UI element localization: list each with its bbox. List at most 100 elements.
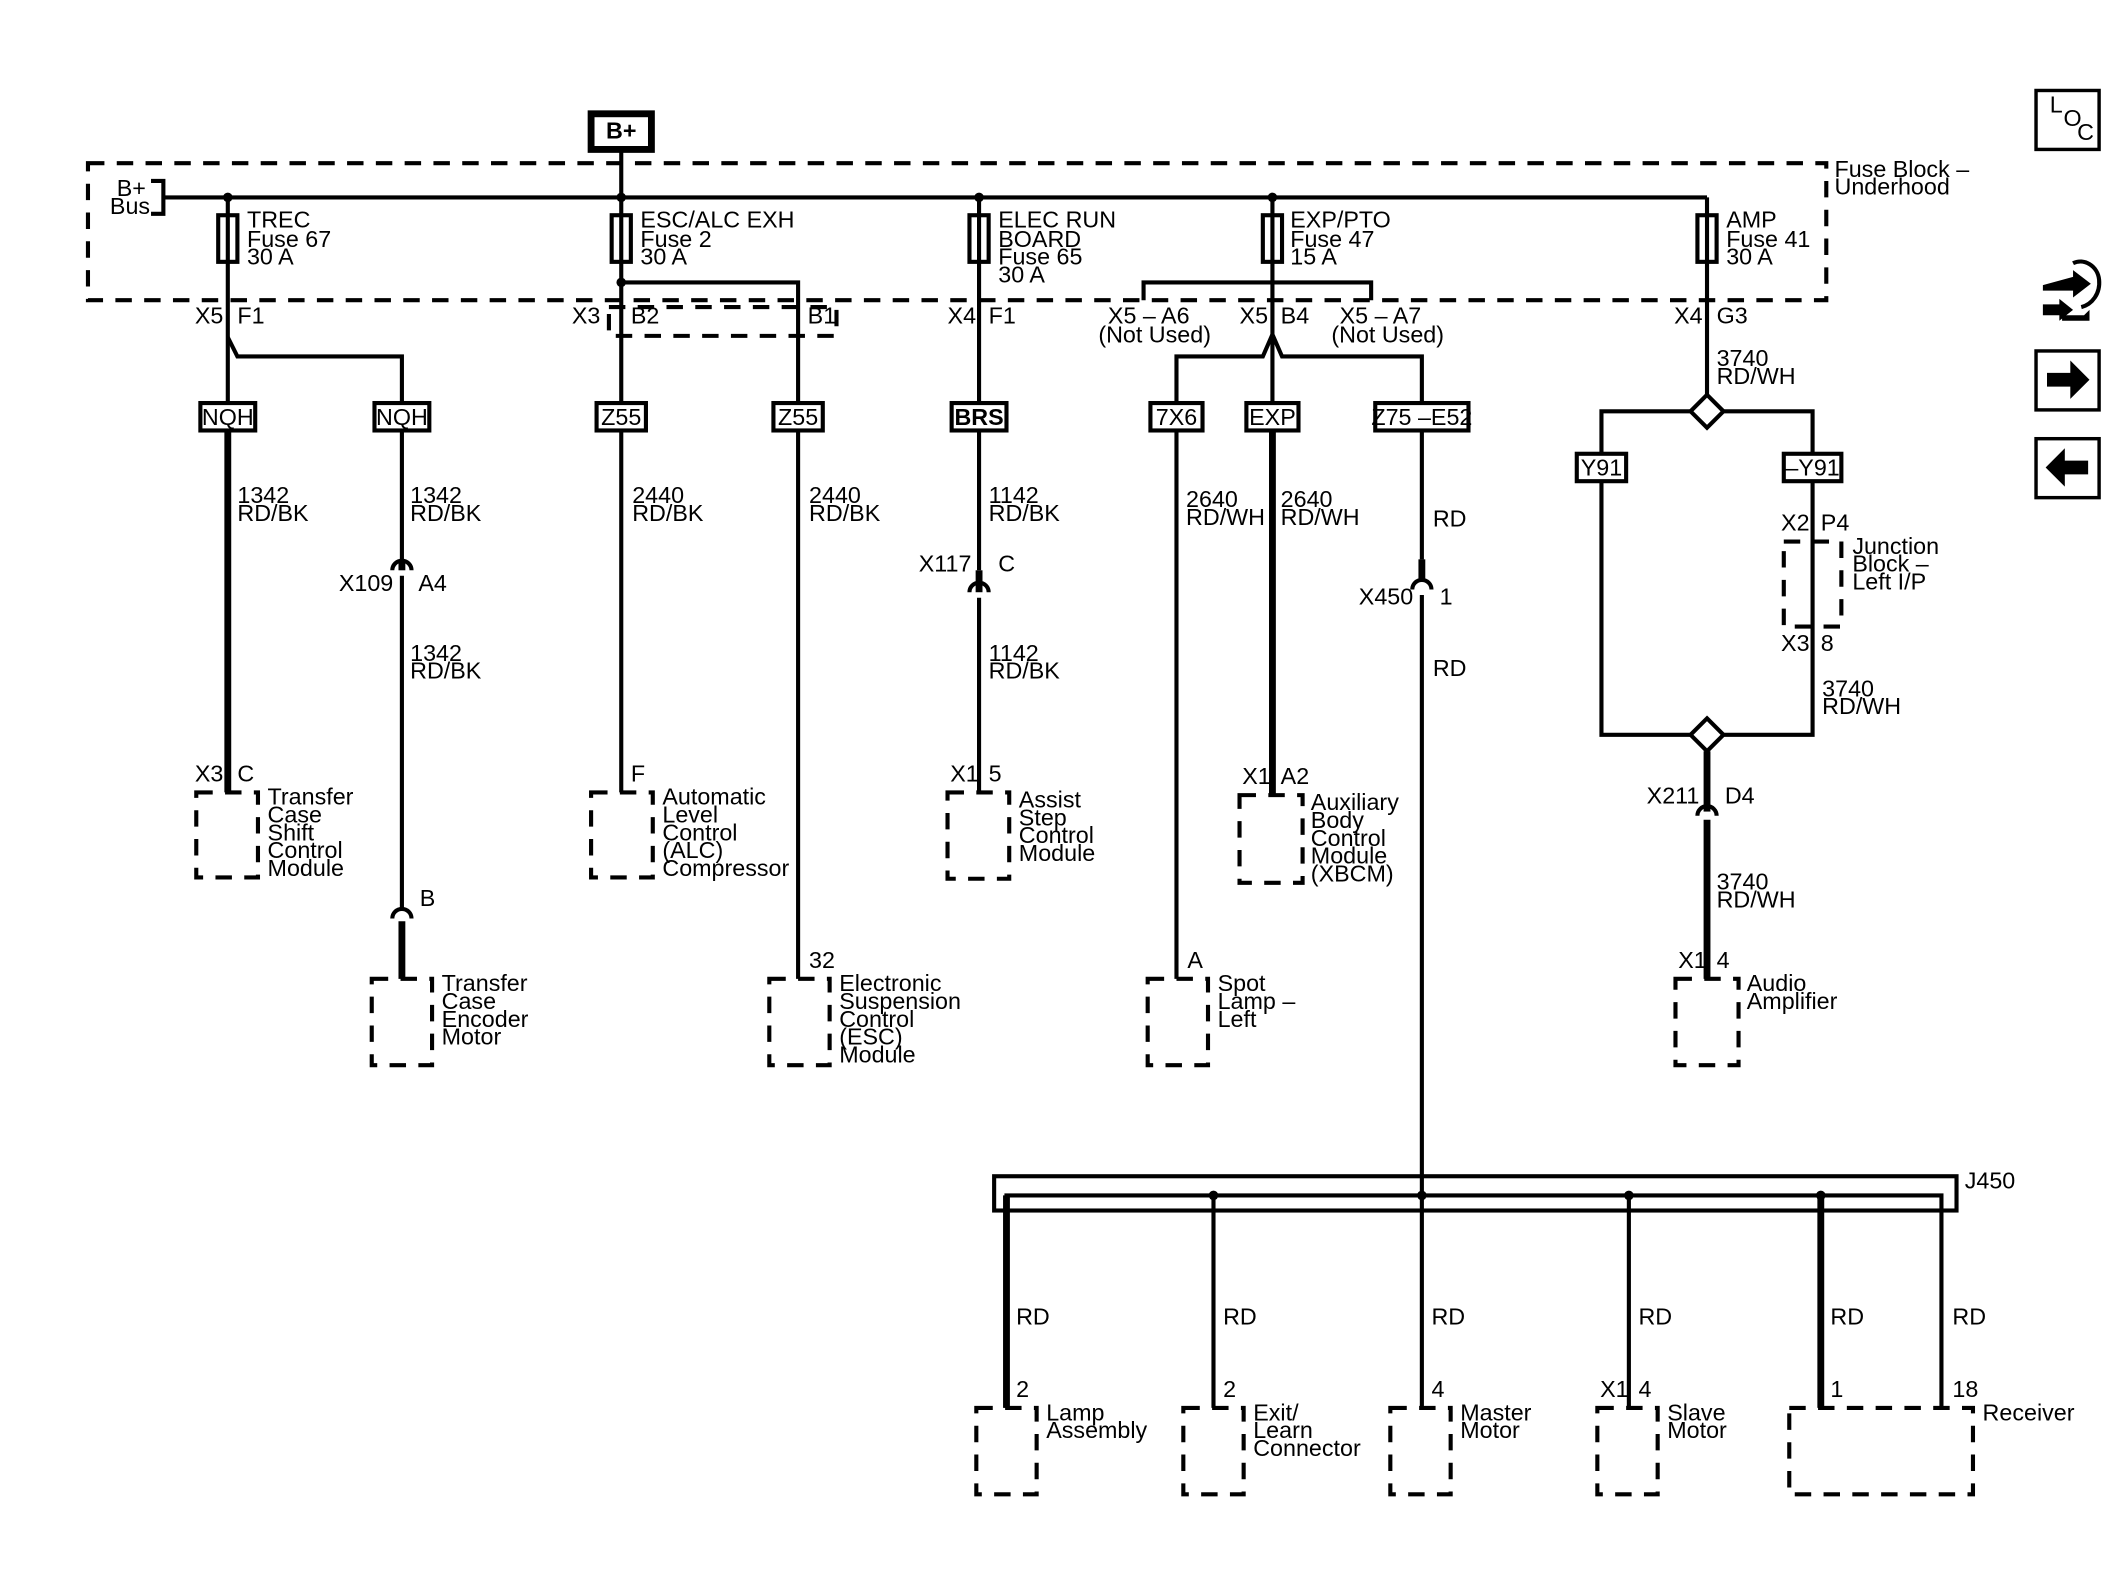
- wire-3740-b-num: 3740: [1822, 675, 1874, 701]
- conn-c3-b: F1: [989, 303, 1016, 329]
- spot-lamp-pin: A: [1187, 947, 1203, 973]
- svg-text:Automatic: Automatic: [662, 784, 766, 810]
- j450-wire-2: RD: [1223, 1303, 1257, 1329]
- arrow-right-icon[interactable]: [2034, 349, 2101, 412]
- wire-2440-b-color: RD/BK: [809, 500, 881, 526]
- location-button[interactable]: L O C: [2034, 88, 2101, 152]
- wire-1342-a-color: RD/BK: [237, 500, 309, 526]
- j450-wire-4: RD: [1638, 1303, 1672, 1329]
- exit-learn-pin: 2: [1223, 1376, 1236, 1402]
- encoder-pin-b: B: [420, 885, 436, 911]
- x109-pin: A4: [418, 570, 447, 596]
- fuse-amp-label: AMP Fuse 41 30 A: [1726, 207, 1810, 270]
- exp-branch-left: [1174, 333, 1275, 406]
- esc-alc-splice: [616, 277, 627, 288]
- x117-label: X117: [919, 551, 972, 577]
- wire-2640-a-num: 2640: [1186, 486, 1238, 512]
- wire-2640-a-color: RD/WH: [1186, 504, 1265, 530]
- master-motor-pin: 4: [1431, 1376, 1444, 1402]
- svg-text:Control: Control: [268, 837, 343, 863]
- wire-2440-a-color: RD/BK: [632, 500, 704, 526]
- fuse-esc-alc-label: ESC/ALC EXH Fuse 2 30 A: [640, 207, 794, 270]
- master-motor-label-2: Motor: [1460, 1417, 1520, 1443]
- bus-bracket: [151, 178, 166, 216]
- j450-label: J450: [1965, 1168, 2016, 1194]
- fuse-trec-label: TREC Fuse 67 30 A: [247, 207, 331, 270]
- svg-text:Control: Control: [1019, 822, 1094, 848]
- wire-1342-a-num: 1342: [237, 482, 289, 508]
- option-z55-1: Z55: [601, 404, 641, 430]
- j450-wire-1: RD: [1016, 1303, 1050, 1329]
- wire-1142-a-num: 1142: [989, 482, 1039, 508]
- esc-module: [767, 976, 832, 1068]
- fuse-block-title-1: Fuse Block –: [1835, 156, 1970, 182]
- wrench-tool-icon[interactable]: [2042, 259, 2102, 321]
- option-y91-box: [1574, 451, 1629, 484]
- jb-label-1: Junction: [1852, 533, 1939, 559]
- amp-splice-top-diamond: [1687, 391, 1727, 431]
- conn-x3: X3: [195, 760, 224, 786]
- conn-c1-b: F1: [237, 303, 264, 329]
- esc-module-label: Electronic Suspension Control (ESC) Modu…: [839, 970, 961, 1067]
- lamp-assembly-label-1: Lamp: [1046, 1399, 1104, 1425]
- slave-motor-pin: 4: [1638, 1376, 1651, 1402]
- svg-text:Auxiliary: Auxiliary: [1311, 789, 1399, 815]
- wire-3740-a-num: 3740: [1717, 345, 1769, 371]
- slave-motor: [1595, 1405, 1660, 1497]
- conn-c4-right-1: X5 – A7: [1340, 303, 1422, 329]
- conn-c2-c: B1: [808, 303, 836, 329]
- auxiliary-body-control-module: [1237, 793, 1305, 885]
- conn-c4-left-2: (Not Used): [1098, 322, 1211, 348]
- j450-wire-6: RD: [1952, 1303, 1986, 1329]
- assist-step-control-module: [945, 790, 1012, 881]
- svg-text:30 A: 30 A: [1726, 244, 1773, 270]
- svg-text:EXP/PTO: EXP/PTO: [1290, 207, 1391, 233]
- wire-1142-a-color: RD/BK: [989, 500, 1061, 526]
- conn-c5-b: G3: [1717, 303, 1748, 329]
- encoder-connector: [390, 906, 414, 979]
- audio-amplifier: [1673, 976, 1741, 1068]
- exit-learn-connector: [1181, 1405, 1246, 1497]
- svg-text:Shift: Shift: [268, 819, 315, 845]
- wire-rd-b-label: RD: [1433, 655, 1467, 681]
- esc-alc-branch-wire: [621, 280, 801, 406]
- wire-rd-a-label: RD: [1433, 505, 1467, 531]
- svg-text:Module: Module: [839, 1041, 915, 1067]
- slave-motor-label-1: Slave: [1667, 1399, 1725, 1425]
- option-z55-2: Z55: [778, 404, 818, 430]
- j450-splice-inner: [1004, 1193, 1944, 1408]
- wire-2440-a-num: 2440: [632, 482, 684, 508]
- amp-loop-left: [1599, 481, 1691, 737]
- x450-label: X450: [1359, 584, 1413, 610]
- audio-amp-conn: X1: [1678, 947, 1707, 973]
- exp-branch-right: [1270, 333, 1424, 406]
- wire-2440-b-num: 2440: [809, 482, 861, 508]
- conn-c5-a: X4: [1674, 303, 1703, 329]
- x117-pin: C: [998, 551, 1015, 577]
- svg-text:Case: Case: [442, 988, 496, 1014]
- svg-text:Module: Module: [268, 855, 344, 881]
- conn-c4-b: B4: [1281, 303, 1310, 329]
- jb-bot-b: 8: [1821, 630, 1834, 656]
- svg-text:Step: Step: [1019, 804, 1067, 830]
- svg-text:Fuse 65: Fuse 65: [998, 244, 1082, 270]
- conn-c4-a: X5: [1240, 303, 1269, 329]
- svg-text:Control: Control: [1311, 825, 1386, 851]
- transfer-case-encoder-motor: [369, 976, 435, 1068]
- wire-1142-b-num: 1142: [989, 640, 1039, 666]
- wire-3740-c-color: RD/WH: [1717, 887, 1796, 913]
- xbcm-label: Auxiliary Body Control Module (XBCM): [1311, 789, 1399, 886]
- wire-3740-c-num: 3740: [1717, 869, 1769, 895]
- fuse-symbol-leads: [225, 215, 1710, 262]
- svg-text:BOARD: BOARD: [998, 226, 1081, 252]
- transfer-case-shift-control-module: [194, 790, 261, 880]
- conn-c3-a: X4: [948, 303, 977, 329]
- fuse-block-outline: [85, 161, 1829, 303]
- option-not-y91: –Y91: [1785, 455, 1839, 481]
- xbcm-pin: A2: [1281, 763, 1310, 789]
- wire-3740-a-color: RD/WH: [1717, 363, 1796, 389]
- arrow-left-icon[interactable]: [2034, 436, 2101, 500]
- option-exp: EXP: [1249, 404, 1296, 430]
- svg-text:15 A: 15 A: [1290, 244, 1337, 270]
